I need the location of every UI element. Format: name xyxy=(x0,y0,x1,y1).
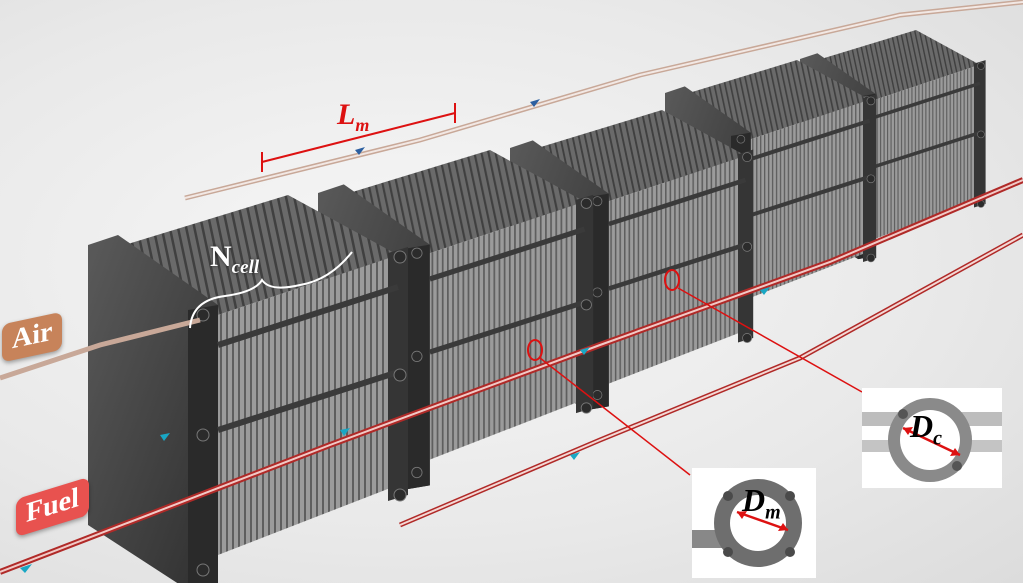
lm-dimension-line xyxy=(261,103,456,172)
ncell-label: Ncell xyxy=(210,240,259,279)
ncell-brace xyxy=(189,251,353,329)
dm-symbol: D xyxy=(742,482,766,518)
dc-label: Dc xyxy=(910,408,942,450)
lm-subscript: m xyxy=(355,115,370,135)
dc-inset xyxy=(862,388,1002,488)
pipe-callouts xyxy=(527,269,863,476)
lm-label: Lm xyxy=(337,98,369,136)
dc-symbol: D xyxy=(910,408,934,444)
lm-symbol: L xyxy=(337,98,356,131)
dm-inset xyxy=(692,468,816,578)
dc-subscript: c xyxy=(933,427,942,450)
fuel-supply-pipe xyxy=(0,177,1023,575)
dm-label: Dm xyxy=(742,482,781,524)
fuel-cell-stacks xyxy=(88,30,986,583)
ncell-subscript: cell xyxy=(231,257,260,278)
ncell-symbol: N xyxy=(210,240,232,273)
flow-direction-arrows xyxy=(20,99,770,573)
air-supply-pipe xyxy=(184,0,1023,201)
dm-subscript: m xyxy=(765,501,781,524)
